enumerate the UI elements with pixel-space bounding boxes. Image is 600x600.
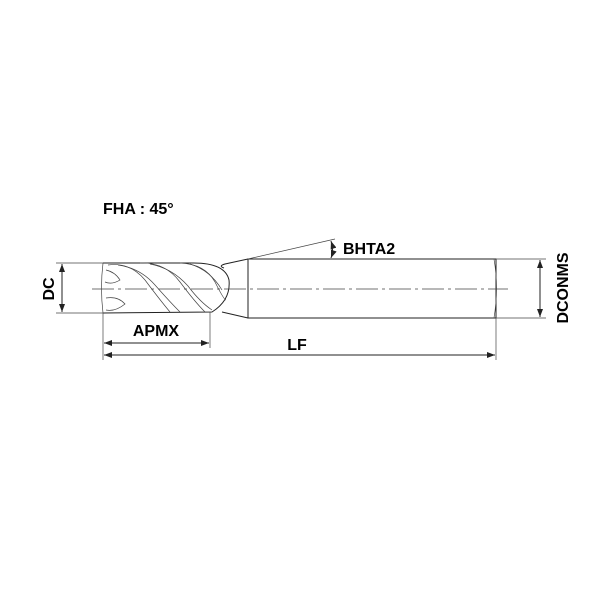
dc-label: DC [41, 277, 58, 301]
fha-label: FHA : 45° [103, 201, 174, 218]
dconms-label: DCONMS [555, 252, 572, 323]
bhta2-label: BHTA2 [343, 241, 395, 258]
shank [247, 258, 497, 319]
lf-label: LF [287, 337, 307, 354]
apmx-dimension [102, 312, 211, 360]
dconms-dimension [496, 258, 546, 319]
neck [220, 258, 249, 319]
cutter-flutes [101, 262, 230, 314]
apmx-label: APMX [133, 323, 180, 340]
bhta2-dimension [247, 238, 337, 260]
dc-dimension [56, 262, 103, 314]
lf-dimension [104, 318, 497, 360]
